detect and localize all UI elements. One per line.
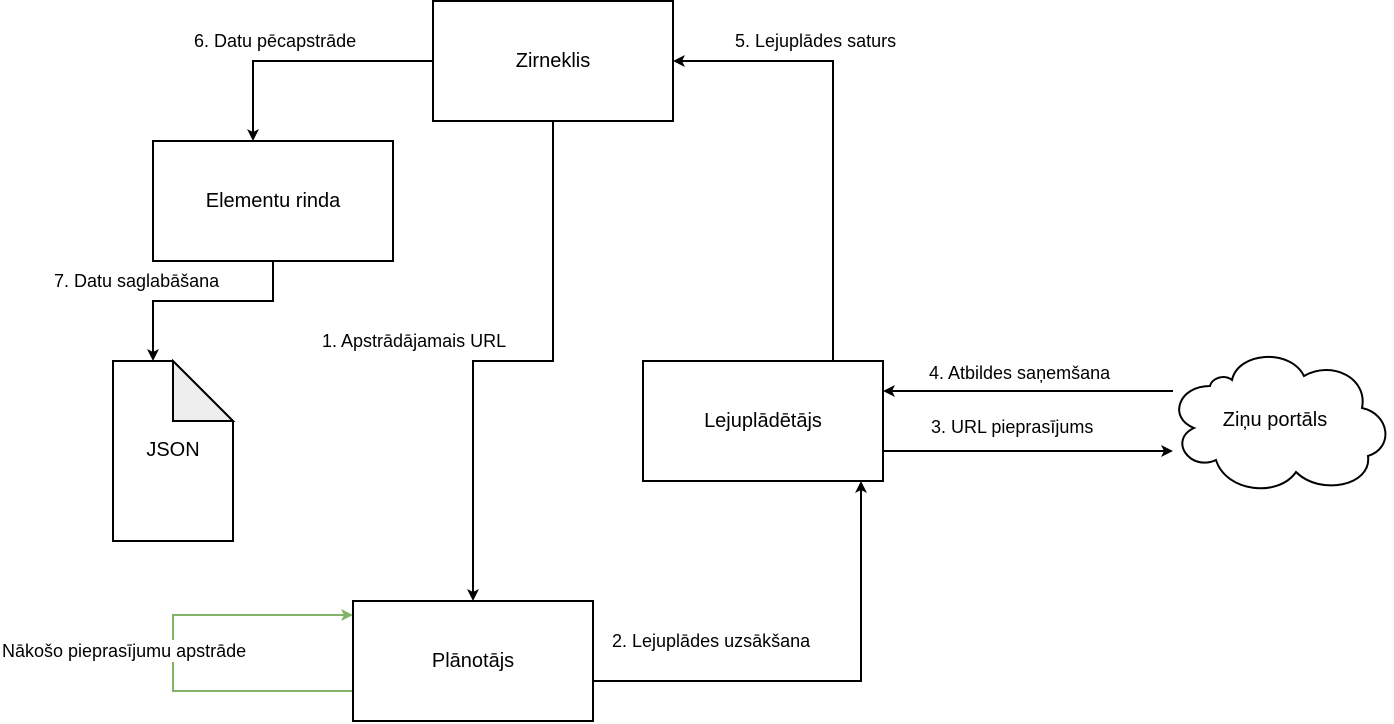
edge-label-lejuplades-saturs: 5. Lejuplādes saturs: [733, 30, 899, 52]
edge-label-url-pieprasijums: 3. URL pieprasījums: [929, 416, 1096, 438]
edge-label-nakoso-pieprasijumu-apstrade: Nākošo pieprasījumu apstrāde: [0, 640, 249, 662]
document-fold-icon: [172, 358, 236, 422]
edge-label-lejuplades-uzsaksana: 2. Lejuplādes uzsākšana: [610, 630, 813, 652]
node-zinu-portals-cloud: [1178, 355, 1387, 490]
node-json-document: [112, 358, 236, 542]
edge-lejuplades-saturs: [673, 55, 834, 361]
edge-datu-pecapstrade: [247, 60, 432, 141]
edge-datu-saglabasana: [147, 261, 274, 361]
edge-label-datu-pecapstrade: 6. Datu pēcapstrāde: [192, 30, 359, 52]
node-elementu-rinda: [152, 140, 394, 262]
node-planotajs: [352, 600, 594, 722]
edge-label-atbildes-sanemsana: 4. Atbildes saņemšana: [927, 362, 1113, 384]
node-lejupladetajs: [642, 360, 884, 482]
edge-apstradajamais-url: [467, 121, 554, 601]
node-zirneklis: [432, 0, 674, 122]
edge-lejuplades-uzsaksana: [593, 481, 867, 682]
edge-label-datu-saglabasana: 7. Datu saglabāšana: [52, 270, 222, 292]
edge-label-apstradajamais-url: 1. Apstrādājamais URL: [320, 330, 509, 352]
